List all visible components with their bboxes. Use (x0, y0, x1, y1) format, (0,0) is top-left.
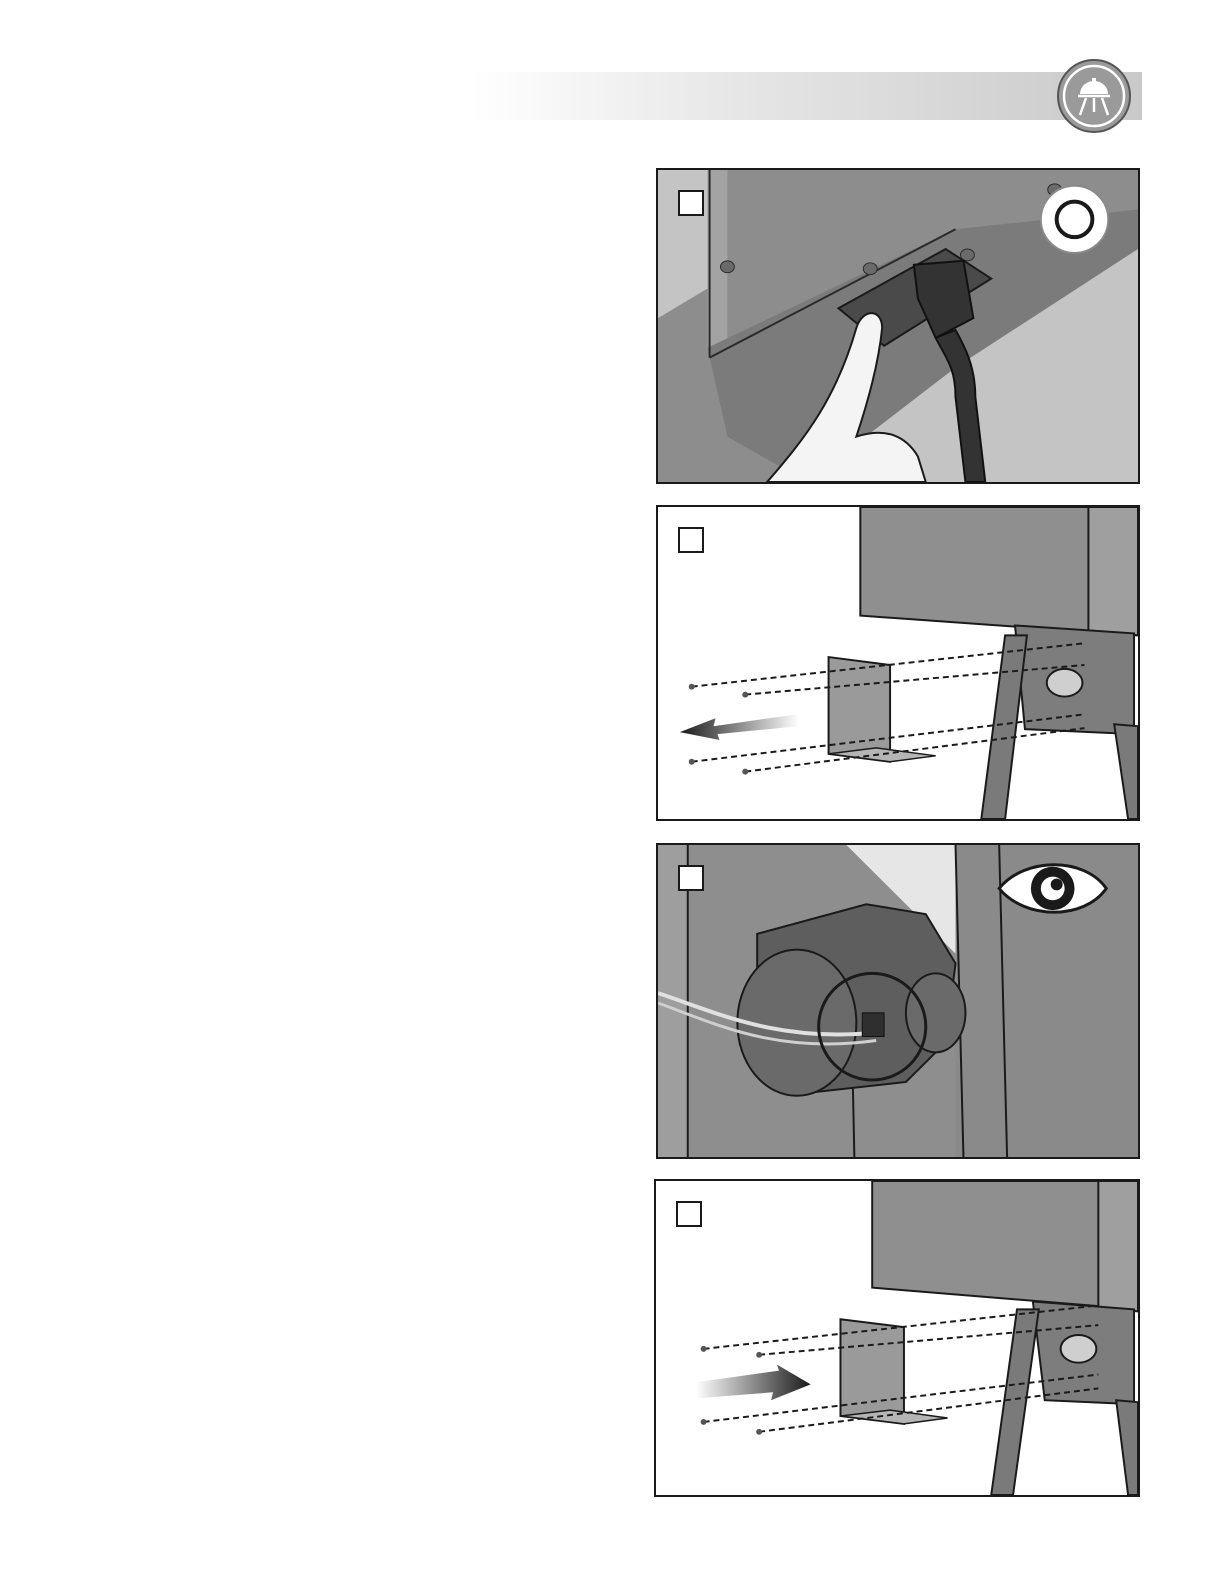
finger-pressing-power-switch-illustration (658, 170, 1138, 482)
remove-cover-plate-illustration (658, 507, 1138, 819)
header-gradient-band (470, 72, 1142, 120)
kettle-grill-logo-icon (1056, 58, 1132, 134)
illustration-panel-2 (656, 505, 1140, 821)
illustration-panel-4 (654, 1179, 1140, 1497)
step-number-box (678, 527, 704, 553)
step-number-box (678, 190, 704, 216)
illustration-panel-3 (656, 843, 1140, 1159)
wire-connector-inspection-illustration (658, 845, 1138, 1157)
step-number-box (678, 865, 704, 891)
circle-o-icon (1041, 186, 1108, 253)
illustration-panel-1 (656, 168, 1140, 484)
install-cover-plate-illustration (656, 1181, 1138, 1495)
step-number-box (676, 1201, 702, 1227)
